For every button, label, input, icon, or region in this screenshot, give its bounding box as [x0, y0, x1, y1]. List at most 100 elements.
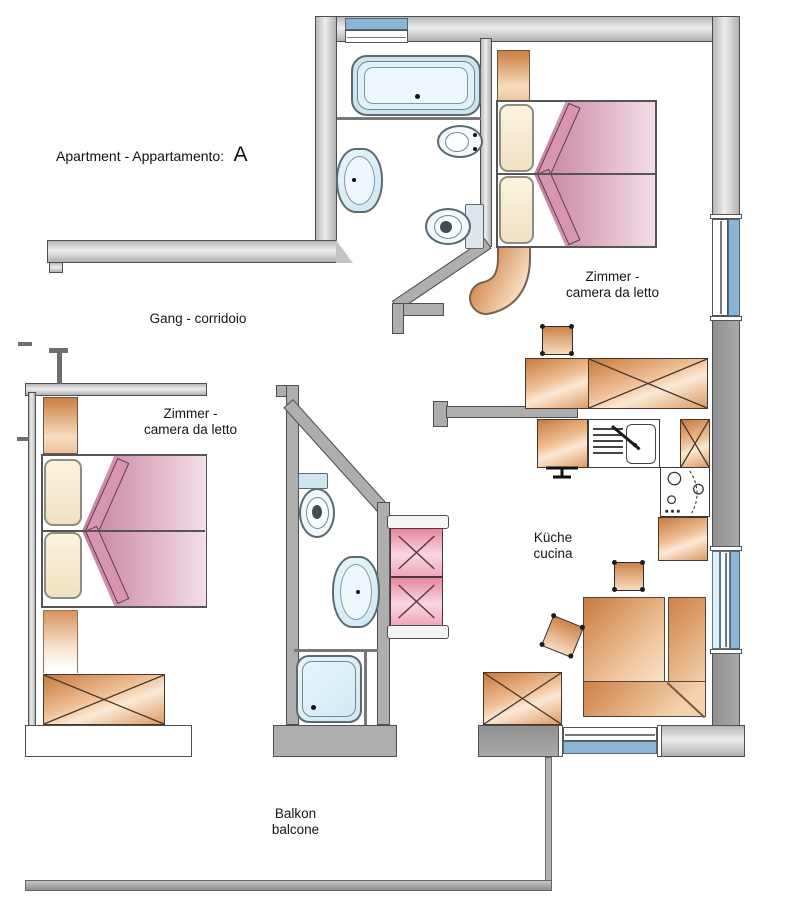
stool	[540, 324, 573, 355]
x-mark-icon	[391, 529, 442, 576]
sideboard-cabinet	[525, 358, 589, 409]
balcony-divider	[545, 757, 552, 883]
hall-wardrobe-cap-bottom	[387, 625, 449, 639]
wall-wc-bottom	[273, 725, 397, 757]
wall-kitchen-corridor	[446, 406, 578, 418]
window-glass	[728, 219, 740, 316]
wall-bathroom-door-foot	[392, 303, 404, 334]
hall-wardrobe-cap-top	[387, 515, 449, 529]
fitting-icon	[546, 466, 578, 479]
bidet-basin	[445, 132, 469, 152]
wardrobe-kitchen	[483, 672, 562, 725]
label-line: Zimmer -	[585, 269, 640, 284]
shelf-bedroom-left	[25, 725, 192, 757]
wall-bedroom-left-top	[25, 383, 207, 396]
label-line: camera da letto	[565, 284, 660, 300]
window-frame	[720, 551, 730, 649]
wardrobe-bedroom-right	[588, 358, 708, 409]
x-mark-icon	[44, 675, 164, 724]
kitchen-sink-unit	[588, 419, 660, 468]
pillow	[499, 104, 534, 172]
bed-midline-right	[498, 173, 655, 175]
wall-entrance-foot	[49, 262, 63, 273]
wall-kitchen-bottom-left	[478, 725, 562, 757]
stove-burners-icon	[665, 470, 704, 514]
toilet	[425, 208, 471, 245]
apartment-letter: A	[233, 143, 248, 166]
window-balcony-door	[558, 723, 662, 759]
bed-headboard-right	[497, 50, 530, 102]
toilet-bowl	[312, 505, 322, 519]
drain-dot	[415, 94, 420, 99]
hall-wardrobe-panel	[390, 528, 443, 577]
x-mark-icon	[589, 359, 707, 408]
kitchen-cabinet	[537, 419, 588, 468]
label-line: camera da letto	[143, 421, 238, 437]
window-glass	[345, 18, 408, 30]
stool	[612, 560, 644, 591]
shower-screen-line	[294, 649, 378, 652]
kitchen-tall-cabinet	[680, 419, 710, 468]
window-glass	[563, 741, 657, 754]
label-line: Zimmer -	[163, 406, 218, 421]
plan-title: Apartment - Appartamento: A	[56, 143, 336, 169]
wall-bedroom-left-side	[28, 392, 36, 757]
pillow	[44, 532, 82, 599]
stool	[541, 615, 584, 658]
wall-entrance-miter	[336, 240, 353, 263]
bed-footboard-left	[43, 610, 78, 673]
window-sill	[657, 725, 662, 757]
bed-midline-left	[43, 530, 205, 532]
shower-screen-line	[364, 649, 367, 725]
dimension-tick-upper	[18, 342, 32, 346]
wall-wc-left	[286, 385, 299, 725]
washbasin-bathroom	[336, 148, 383, 213]
window-frame	[712, 219, 728, 316]
window-sill	[710, 316, 742, 321]
door-post-stem	[57, 351, 62, 384]
toilet	[299, 488, 335, 538]
window-sill	[558, 725, 563, 757]
label-line: Küche	[533, 530, 573, 545]
kitchen-table	[583, 597, 665, 682]
pillow	[499, 176, 534, 244]
bed-headboard-left	[43, 397, 78, 454]
window-sill	[710, 546, 742, 551]
corner-bench-horizontal	[583, 681, 706, 717]
shower-tray	[296, 655, 362, 723]
faucet-dot	[352, 178, 356, 182]
toilet-bowl	[440, 221, 452, 233]
wall-right-middle	[712, 317, 740, 552]
label-kitchen: Küche cucina	[513, 530, 593, 562]
bidet	[437, 125, 483, 158]
window-frame	[345, 30, 408, 43]
stove	[660, 467, 710, 517]
label-bedroom-left: Zimmer - camera da letto	[118, 406, 263, 438]
label-line: cucina	[533, 545, 573, 561]
bidet-tap	[473, 147, 477, 151]
window-frame	[563, 727, 657, 741]
x-mark-icon	[391, 578, 442, 625]
label-line: balcone	[271, 821, 320, 837]
label-corridor: Gang - corridoio	[149, 311, 247, 326]
window-bedroom-right	[710, 214, 742, 321]
wall-wc-right	[377, 502, 390, 725]
balcony-railing	[25, 880, 552, 891]
window-glass	[730, 551, 740, 649]
window-kitchen-right	[710, 546, 742, 654]
pillow	[44, 459, 82, 526]
kitchen-base-cabinet	[658, 517, 708, 561]
label-bedroom-right: Zimmer - camera da letto	[545, 269, 680, 301]
window-sill	[710, 649, 742, 654]
toilet-cistern	[298, 473, 328, 489]
plan-title-text: Apartment - Appartamento:	[56, 148, 225, 164]
x-mark-icon	[681, 420, 709, 467]
sink-basin	[626, 424, 656, 464]
bathtub	[351, 55, 481, 116]
bathtub-platform-line	[337, 117, 481, 120]
bed-footboard-curve-right	[469, 242, 531, 315]
hall-wardrobe-panel	[390, 577, 443, 626]
x-mark-icon	[484, 673, 561, 724]
window-bathroom-top	[345, 16, 408, 44]
